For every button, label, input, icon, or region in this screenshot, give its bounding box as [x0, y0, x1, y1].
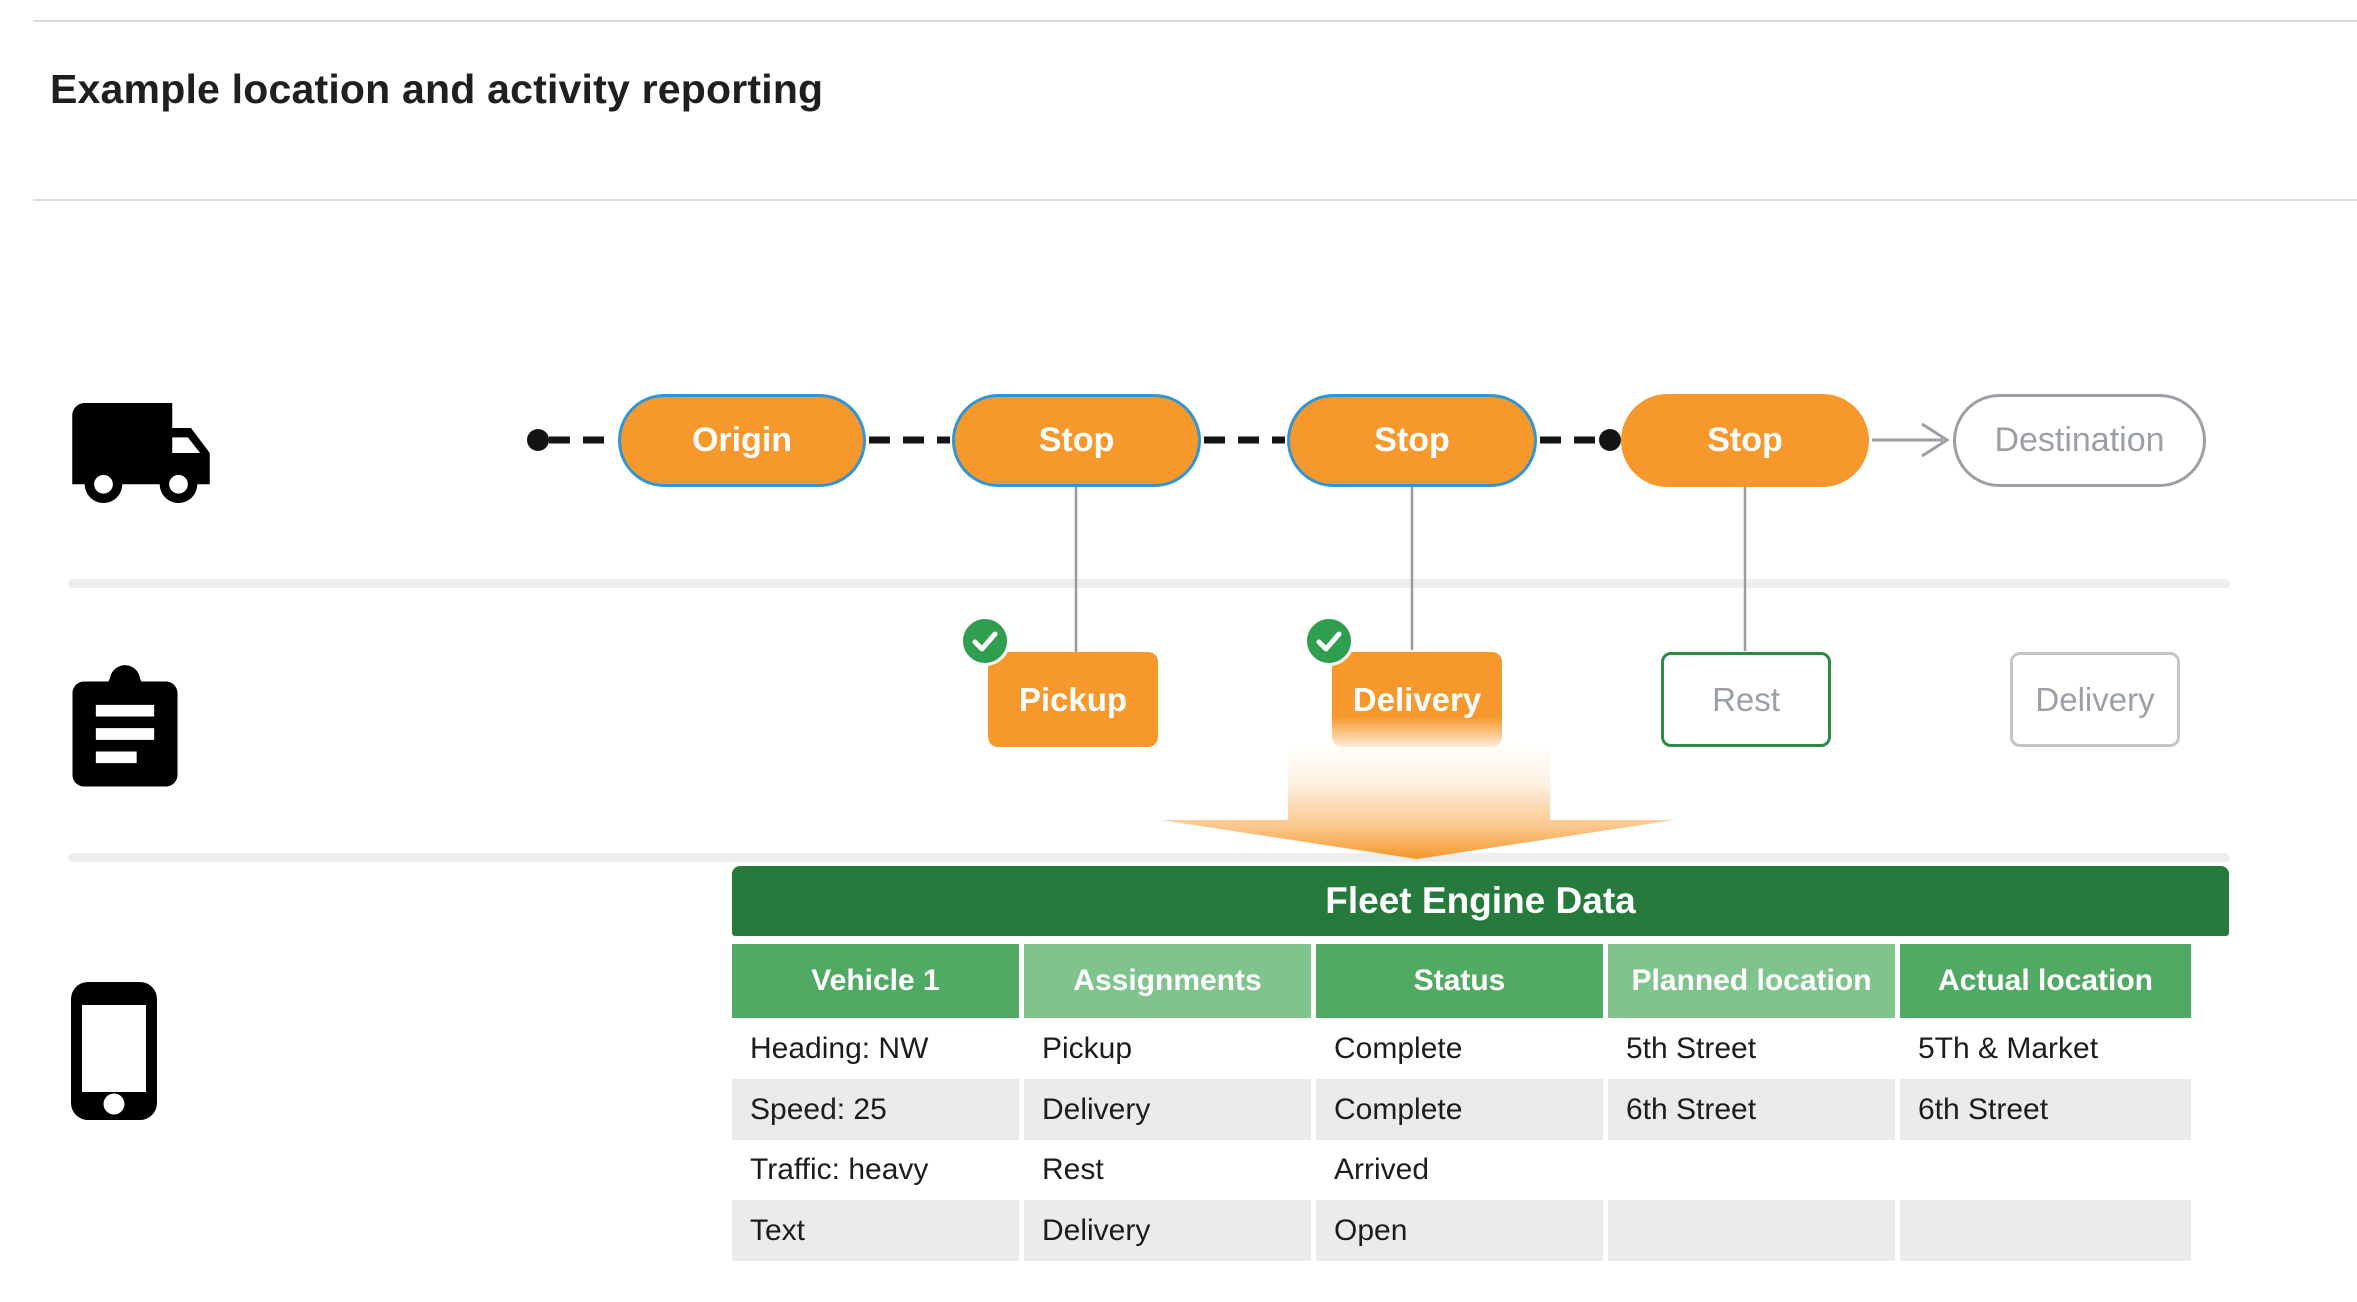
top-rule	[33, 20, 2357, 22]
route-node-stop-1: Stop	[952, 394, 1201, 487]
table-cell: 6th Street	[1608, 1079, 1895, 1140]
route-node-stop-2: Stop	[1287, 394, 1537, 487]
column-header-vehicle: Vehicle 1	[732, 944, 1019, 1018]
page-title: Example location and activity reporting	[50, 66, 824, 112]
table-cell: Arrived	[1316, 1140, 1603, 1200]
check-icon	[1304, 616, 1354, 666]
column-header-planned-location: Planned location	[1608, 944, 1895, 1018]
table-cell: Rest	[1024, 1140, 1311, 1200]
table-cell: 5th Street	[1608, 1018, 1895, 1079]
activity-box-rest: Rest	[1661, 652, 1831, 747]
column-header-assignments: Assignments	[1024, 944, 1311, 1018]
clipboard-icon	[72, 665, 178, 787]
table-cell: Traffic: heavy	[732, 1140, 1019, 1200]
section-divider-route	[68, 579, 2230, 588]
table-cell: Complete	[1316, 1079, 1603, 1140]
table-cell: Speed: 25	[732, 1079, 1019, 1140]
table-cell	[1900, 1140, 2191, 1200]
column-header-status: Status	[1316, 944, 1603, 1018]
check-icon	[960, 616, 1010, 666]
route-node-origin: Origin	[618, 394, 866, 487]
route-node-stop-3: Stop	[1621, 394, 1869, 487]
table-cell: Pickup	[1024, 1018, 1311, 1079]
activity-box-delivery: Delivery	[1332, 652, 1502, 747]
table-cell: Heading: NW	[732, 1018, 1019, 1079]
truck-icon	[72, 403, 210, 503]
route-start-dot	[527, 429, 549, 451]
table-cell: Delivery	[1024, 1200, 1311, 1261]
route-node-destination: Destination	[1953, 394, 2206, 487]
destination-arrowhead-icon	[1921, 422, 1950, 458]
table-cell	[1608, 1200, 1895, 1261]
table-cell: Complete	[1316, 1018, 1603, 1079]
title-rule	[33, 199, 2357, 201]
table-cell: 5Th & Market	[1900, 1018, 2191, 1079]
activity-box-pickup: Pickup	[988, 652, 1158, 747]
table-cell: Text	[732, 1200, 1019, 1261]
section-divider-activity	[68, 853, 2230, 862]
table-title: Fleet Engine Data	[732, 866, 2229, 936]
column-header-actual-location: Actual location	[1900, 944, 2191, 1018]
table-cell	[1608, 1140, 1895, 1200]
activity-box-delivery-future: Delivery	[2010, 652, 2180, 747]
route-progress-dot	[1599, 429, 1621, 451]
table-cell: Delivery	[1024, 1079, 1311, 1140]
table-cell	[1900, 1200, 2191, 1261]
smartphone-icon	[71, 982, 157, 1120]
table-cell: 6th Street	[1900, 1079, 2191, 1140]
table-cell: Open	[1316, 1200, 1603, 1261]
